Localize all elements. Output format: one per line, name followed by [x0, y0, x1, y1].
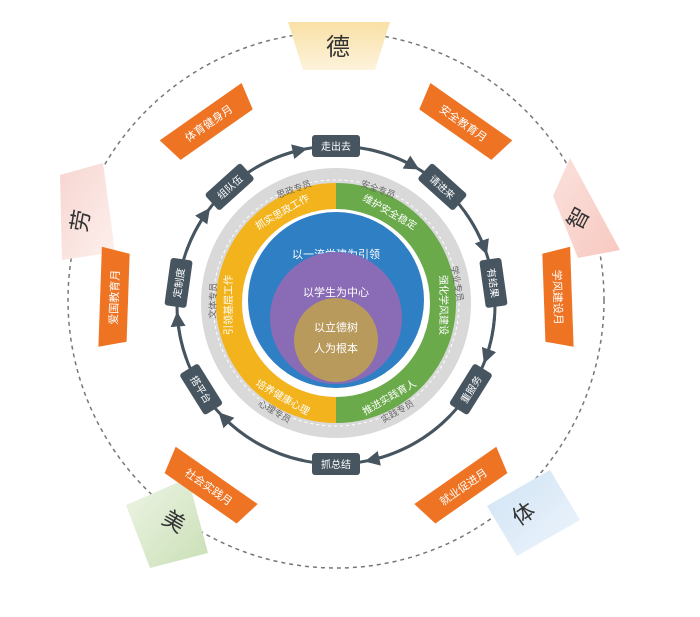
station-node: 有结果: [479, 257, 508, 308]
corner-ti: 体: [487, 470, 580, 556]
station-arrow: [368, 148, 420, 170]
month-banner: 安全教育月: [419, 83, 513, 160]
station-arrow: [170, 311, 188, 360]
month-banner: 体育健身月: [159, 83, 253, 160]
orange-ring: [216, 183, 337, 423]
month-label: 学风建设月: [550, 270, 566, 325]
station-arrow: [481, 315, 497, 364]
green-ring: [335, 183, 456, 423]
station-node: 搭平台: [180, 364, 223, 415]
month-banner: 就业促进月: [414, 446, 508, 524]
station-label: 抓总结: [321, 458, 351, 471]
corner-lao: 劳: [60, 163, 115, 260]
green-item-label: 强化学风建设: [437, 275, 450, 335]
corner-de-label: 德: [326, 33, 350, 61]
station-label: 定制度: [171, 267, 188, 299]
specialist-label: 文体专员: [206, 283, 219, 319]
station-label: 有结果: [484, 267, 501, 299]
corner-zhi: 智: [553, 158, 620, 258]
station-arrow: [255, 144, 308, 169]
outer-dashed-ring: [67, 31, 605, 569]
corner-de: 德: [288, 22, 390, 70]
month-label: 爱国教育月: [106, 270, 122, 325]
station-node: 定制度: [164, 257, 193, 308]
orange-item-label: 引领基层工作: [222, 275, 235, 335]
station-node: 抓总结: [312, 453, 360, 475]
core-line1: 以立德树: [314, 320, 358, 334]
core-line2: 人为根本: [314, 341, 358, 355]
station-node: 走出去: [312, 135, 360, 157]
corner-lao-label: 劳: [67, 208, 95, 234]
station-arrow: [463, 210, 489, 255]
month-banner: 爱国教育月: [98, 246, 130, 347]
corner-mei: 美: [126, 478, 208, 568]
station-arrow: [218, 412, 304, 462]
core-circle: [294, 298, 378, 382]
student-label: 以学生为中心: [303, 285, 369, 299]
station-arrow: [185, 207, 211, 252]
station-label: 走出去: [321, 140, 351, 153]
month-banner: 学风建设月: [542, 246, 574, 347]
station-node: 重服务: [449, 364, 492, 415]
station-arrow: [364, 414, 452, 466]
